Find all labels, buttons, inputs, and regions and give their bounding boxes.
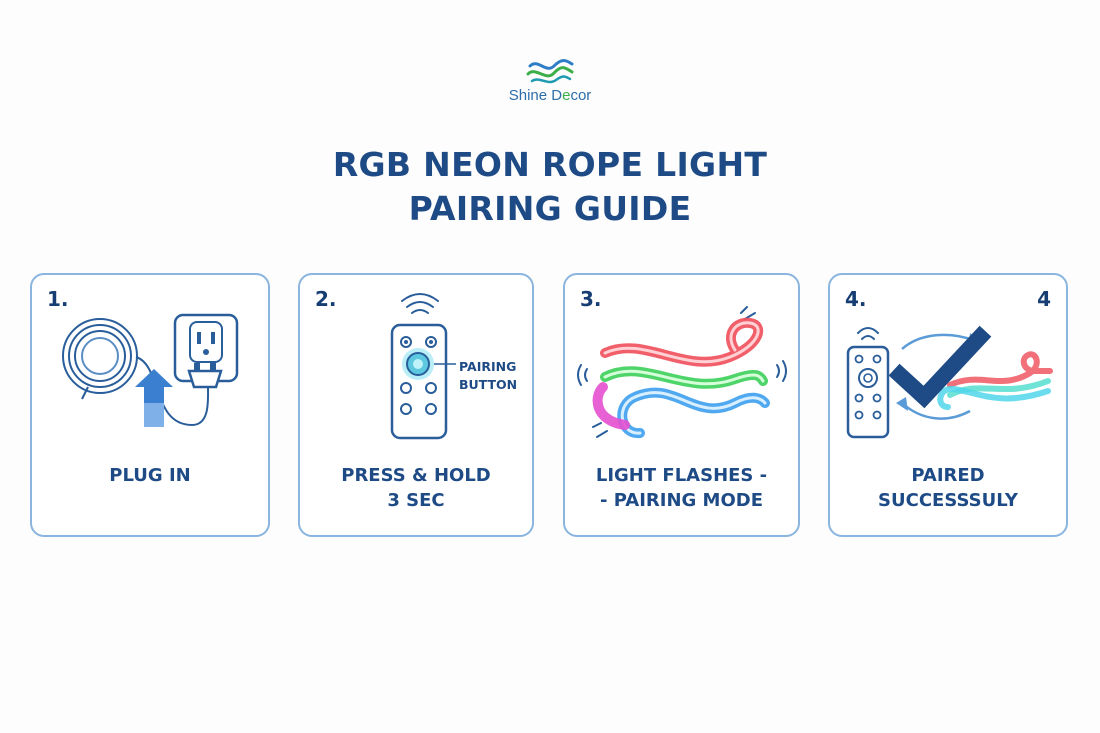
title-line-2: PAIRING GUIDE [408,189,692,228]
flashing-neon-rope-icon [577,306,787,438]
paired-checkmark-icon [846,325,1053,439]
wave-logo-icon [526,59,574,84]
step-caption: LIGHT FLASHES - - PAIRING MODE [595,465,768,511]
step-caption: PAIRED SUCCESSSULY [878,465,1018,511]
pairing-button-callout: PAIRING BUTTON [459,359,518,392]
step-card-1: 1. PLUG IN [30,273,270,537]
plug-in-outlet-icon [62,313,239,427]
corner-step-number: 4 [1037,287,1051,311]
brand-name: Shine Decor [508,87,592,104]
step-card-4: 4. 4 PAIRED SUCCESSSULY [828,273,1068,537]
step-card-3: 3. LIGHT FLASHES - - PAIRING MODE [563,273,800,537]
page-title: RGB NEON ROPE LIGHT PAIRING GUIDE [0,143,1100,231]
remote-control-icon [390,293,456,440]
step-number: 4. [845,287,867,311]
brand-logo: Shine Decor [490,56,610,104]
step-caption: PLUG IN [109,465,191,486]
step-card-2: 2. PAIRING BUTTON PRESS & HOLD 3 SEC [298,273,534,537]
step-number: 3. [580,287,602,311]
title-line-1: RGB NEON ROPE LIGHT [332,145,768,184]
step-caption: PRESS & HOLD 3 SEC [341,465,491,511]
step-number: 2. [315,287,337,311]
step-number: 1. [47,287,69,311]
